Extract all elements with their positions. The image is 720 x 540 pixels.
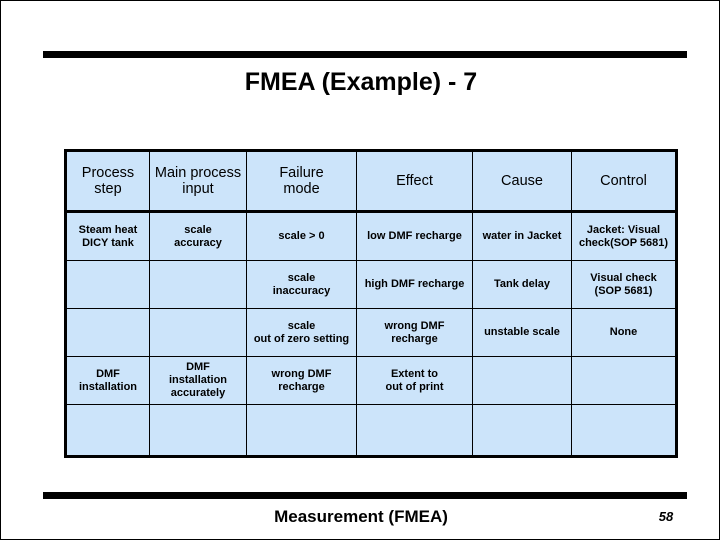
cell-text: Tank delay [493,278,551,290]
cell-control [571,404,677,457]
cell-control: None [571,308,677,357]
cell-effect: high DMF recharge [356,260,473,309]
cell-control [571,356,677,405]
footer-divider-rule [43,492,687,499]
cell-effect [356,404,473,457]
footer-title: Measurement (FMEA) [274,507,448,526]
cell-text: low DMF recharge [367,230,462,242]
table-row [65,404,677,457]
cell-main-process-input [149,404,247,457]
cell-process-step [65,260,150,309]
cell-text: unstable scale [484,326,560,338]
cell-text: Visual check(SOP 5681) [590,271,657,297]
cell-text: water in Jacket [482,230,562,242]
cell-text: None [609,326,638,338]
column-header-label: Control [600,173,647,189]
cell-cause [472,404,572,457]
cell-main-process-input [149,260,247,309]
cell-process-step [65,308,150,357]
cell-failure-mode [246,404,357,457]
cell-effect: low DMF recharge [356,211,473,261]
cell-cause: unstable scale [472,308,572,357]
column-header-label: Cause [501,173,543,189]
cell-text: scale > 0 [278,230,325,242]
cell-cause: Tank delay [472,260,572,309]
cell-failure-mode: scale > 0 [246,211,357,261]
page-title: FMEA (Example) - 7 [244,68,478,96]
column-header-label: Effect [396,173,433,189]
column-header-control: Control [571,150,677,213]
cell-main-process-input [149,308,247,357]
cell-control: Visual check(SOP 5681) [571,260,677,309]
cell-process-step [65,404,150,457]
cell-cause [472,356,572,405]
title-divider-rule [43,51,687,58]
column-header-effect: Effect [356,150,473,213]
cell-cause: water in Jacket [472,211,572,261]
column-header-cause: Cause [472,150,572,213]
page-number: 58 [658,509,674,524]
cell-text: high DMF recharge [364,278,465,290]
